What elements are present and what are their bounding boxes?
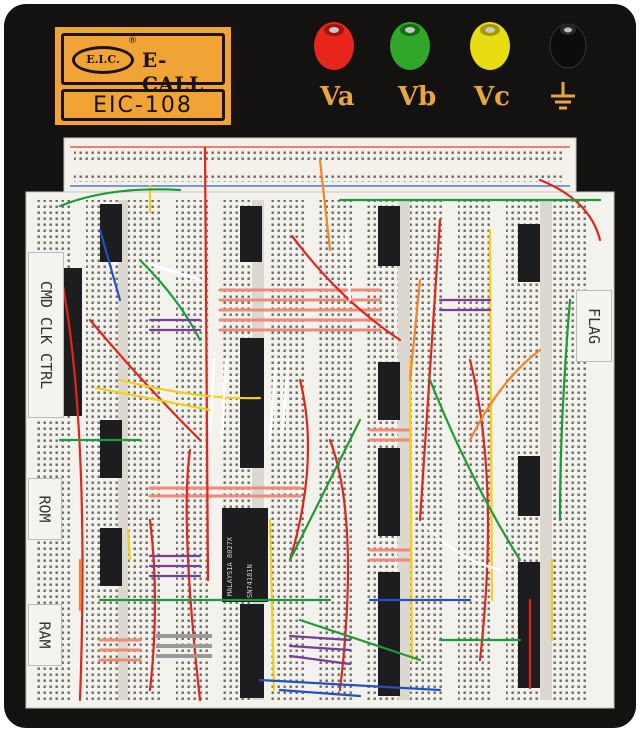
label-cmd-clk-ctrl: CMD CLK CTRL [28, 252, 64, 418]
ic-chip [378, 362, 400, 420]
ic-chip [64, 268, 82, 416]
binding-posts [314, 22, 587, 70]
ic-chip [518, 224, 540, 282]
label-va: Va [320, 82, 355, 112]
logo-mark: E.I.C. [72, 46, 134, 74]
ic-chip [378, 206, 400, 266]
ic-chip [378, 448, 400, 536]
label-rom: ROM [28, 478, 62, 540]
label-vb: Vb [398, 82, 437, 112]
label-vc: Vc [474, 82, 511, 112]
resistor-bank [156, 634, 212, 658]
binding-post-vb[interactable] [390, 22, 430, 70]
brand-logo: E.I.C. ® E-CALL EIC-108 [52, 24, 234, 128]
label-flag: FLAG [576, 290, 612, 362]
ic-chip [100, 420, 122, 478]
label-ram: RAM [28, 604, 62, 666]
binding-post-vc[interactable] [470, 22, 510, 70]
jumper-wires [58, 146, 602, 702]
ic-chip [100, 204, 122, 262]
brand-name: E-CALL [142, 48, 204, 96]
ic-chip [240, 338, 264, 468]
ground-icon [551, 82, 575, 110]
model-number: EIC-108 [93, 93, 193, 118]
ic-chip [378, 572, 400, 696]
binding-post-ground[interactable] [549, 23, 587, 69]
ic-chip [240, 206, 262, 262]
binding-post-va[interactable] [314, 22, 354, 70]
logo-upper-frame: E.I.C. ® E-CALL [61, 33, 225, 96]
ic-chip [518, 456, 540, 516]
registered-mark: ® [128, 36, 137, 46]
eprom-chip [222, 508, 268, 602]
logo-lower-frame: EIC-108 [61, 89, 225, 121]
ic-chip [240, 604, 264, 698]
logic-chip-marking: SN74181N [246, 564, 254, 598]
ic-chip [100, 528, 122, 586]
ic-chips [64, 204, 540, 698]
eprom-marking: MALAYSIA 8027X [226, 536, 234, 596]
